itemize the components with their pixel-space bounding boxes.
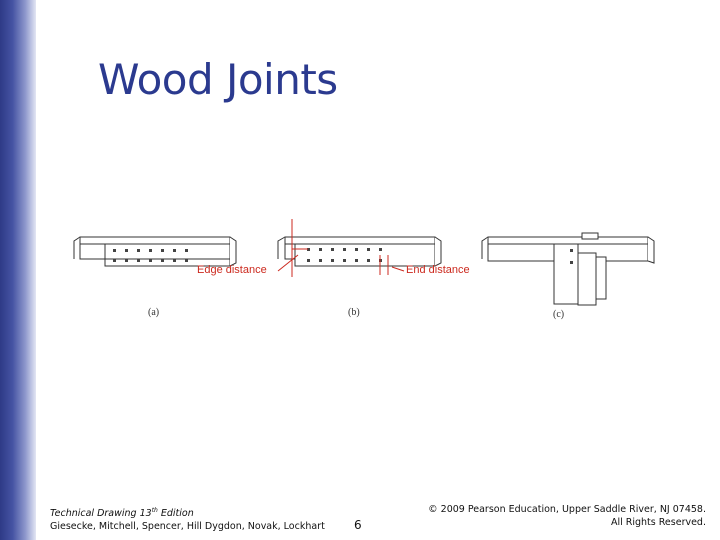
edge-distance-callout: Edge distance	[197, 264, 267, 276]
page-number: 6	[354, 518, 362, 532]
caption-a: (a)	[148, 307, 159, 318]
joint-c-bolt-holes	[570, 249, 573, 264]
end-distance-callout: End distance	[406, 264, 470, 276]
joint-a-drawing	[73, 236, 237, 267]
copyright-line-1: © 2009 Pearson Education, Upper Saddle R…	[428, 504, 706, 515]
book-title-sup: th	[151, 507, 158, 514]
slide-title: Wood Joints	[98, 55, 338, 104]
joint-b-dimension-lines	[277, 219, 405, 277]
caption-b: (b)	[348, 307, 360, 318]
sidebar-gradient	[0, 0, 36, 540]
footer-book-title: Technical Drawing 13th Edition	[50, 507, 325, 519]
wood-joints-figure: Edge distance End distance (a) (b) (c)	[73, 219, 655, 320]
caption-c: (c)	[553, 309, 564, 320]
joint-c-drawing	[481, 232, 655, 306]
footer-copyright: © 2009 Pearson Education, Upper Saddle R…	[428, 503, 706, 529]
book-title-text: Technical Drawing 13	[50, 508, 152, 520]
joint-a-bolt-holes	[113, 249, 188, 262]
footer-book-info: Technical Drawing 13th Edition Giesecke,…	[50, 507, 325, 532]
book-title-suffix: Edition	[157, 508, 194, 520]
joint-b-drawing	[277, 236, 442, 267]
footer-authors: Giesecke, Mitchell, Spencer, Hill Dygdon…	[50, 521, 325, 533]
copyright-line-2: All Rights Reserved.	[610, 517, 706, 528]
